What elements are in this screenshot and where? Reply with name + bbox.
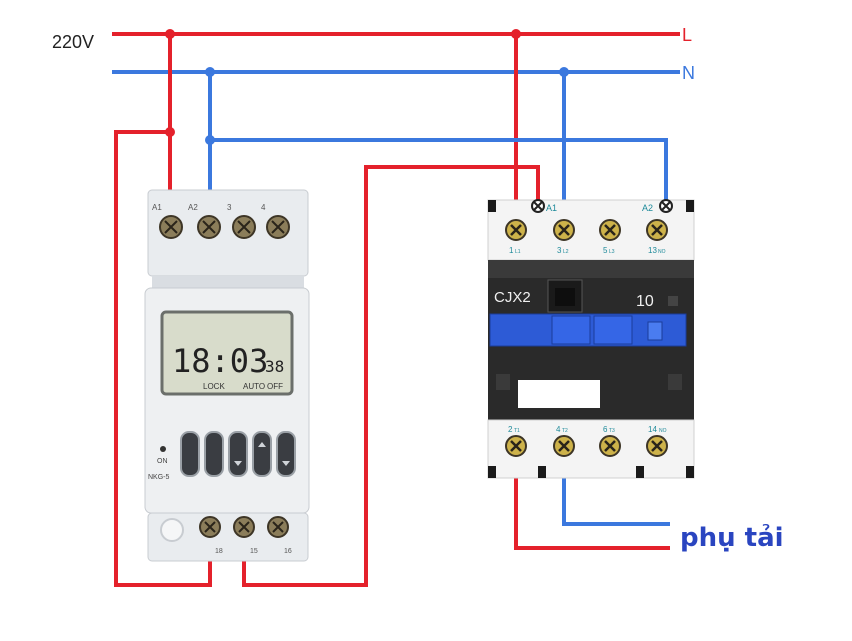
timer-model: NKG-5 (148, 474, 170, 481)
neutral-label: N (682, 63, 695, 83)
coil-label-a1: A1 (546, 203, 557, 213)
timer-terminal-label: 18 (215, 548, 223, 555)
timer-bottom-terminals: 18 15 16 (160, 516, 292, 555)
timer-terminal-label: A2 (188, 203, 198, 212)
on-indicator (160, 446, 166, 452)
timer-top-terminals: A1 A2 3 4 (152, 203, 290, 239)
timer-terminal-label: 4 (261, 203, 266, 212)
lcd-status-auto: AUTO (243, 382, 265, 391)
contactor-terminal-number: 1 (509, 246, 514, 255)
timer-button[interactable] (180, 431, 200, 477)
red-wires (114, 34, 670, 587)
timer-lcd (160, 310, 294, 396)
contactor-terminal-sub: T2 (562, 428, 568, 434)
contactor-terminal-number: 6 (603, 425, 608, 434)
contactor-terminal-number: 13 (648, 246, 657, 255)
contactor-rating: 10 (636, 293, 654, 310)
timer-terminal-label: 16 (284, 548, 292, 555)
coil-label-a2: A2 (642, 203, 653, 213)
contactor-terminal-sub: L1 (515, 249, 521, 255)
timer-button[interactable] (252, 431, 272, 477)
contactor-model: CJX2 (494, 289, 531, 306)
contactor-terminal-sub: L3 (609, 249, 615, 255)
timer-button[interactable] (276, 431, 296, 477)
contactor-terminal-sub: NO (659, 428, 667, 434)
contactor-terminal-sub: L2 (563, 249, 569, 255)
load-label: phụ tải (680, 522, 784, 553)
timer-terminal-label: 3 (227, 203, 232, 212)
contactor-terminal-sub: NO (658, 249, 666, 255)
contactor-label-plate (518, 380, 600, 408)
contactor-top-terminals: 1 L1 3 L2 5 L3 13 NO (505, 219, 668, 255)
timer-terminal-label: A1 (152, 203, 162, 212)
reset-hole (160, 518, 184, 542)
lcd-seconds: 38 (265, 357, 284, 376)
contactor-terminal-number: 3 (557, 246, 562, 255)
contactor-terminal-number: 14 (648, 425, 657, 434)
contactor: A1 A2 1 L1 3 L2 5 L3 13 NO CJX2 10 (487, 199, 695, 479)
lcd-status-off: OFF (267, 382, 283, 391)
contactor-terminal-sub: T3 (609, 428, 615, 434)
timer-button[interactable] (228, 431, 248, 477)
voltage-label: 220V (52, 32, 94, 52)
junction-dots (165, 29, 569, 145)
on-label: ON (157, 458, 168, 465)
contactor-terminal-number: 5 (603, 246, 608, 255)
line-label: L (682, 25, 692, 45)
digital-timer: A1 A2 3 4 18:03 38 LOCK AUTO OFF ON NKG-… (144, 189, 310, 562)
contactor-terminal-number: 4 (556, 425, 561, 434)
contactor-terminal-sub: T1 (514, 428, 520, 434)
timer-button[interactable] (204, 431, 224, 477)
contactor-bottom-terminals: 2 T1 4 T2 6 T3 14 NO (505, 425, 668, 457)
timer-terminal-label: 15 (250, 548, 258, 555)
lcd-status-lock: LOCK (203, 382, 225, 391)
lcd-time: 18:03 (172, 342, 268, 380)
contactor-terminal-number: 2 (508, 425, 513, 434)
timer-buttons (180, 431, 296, 477)
